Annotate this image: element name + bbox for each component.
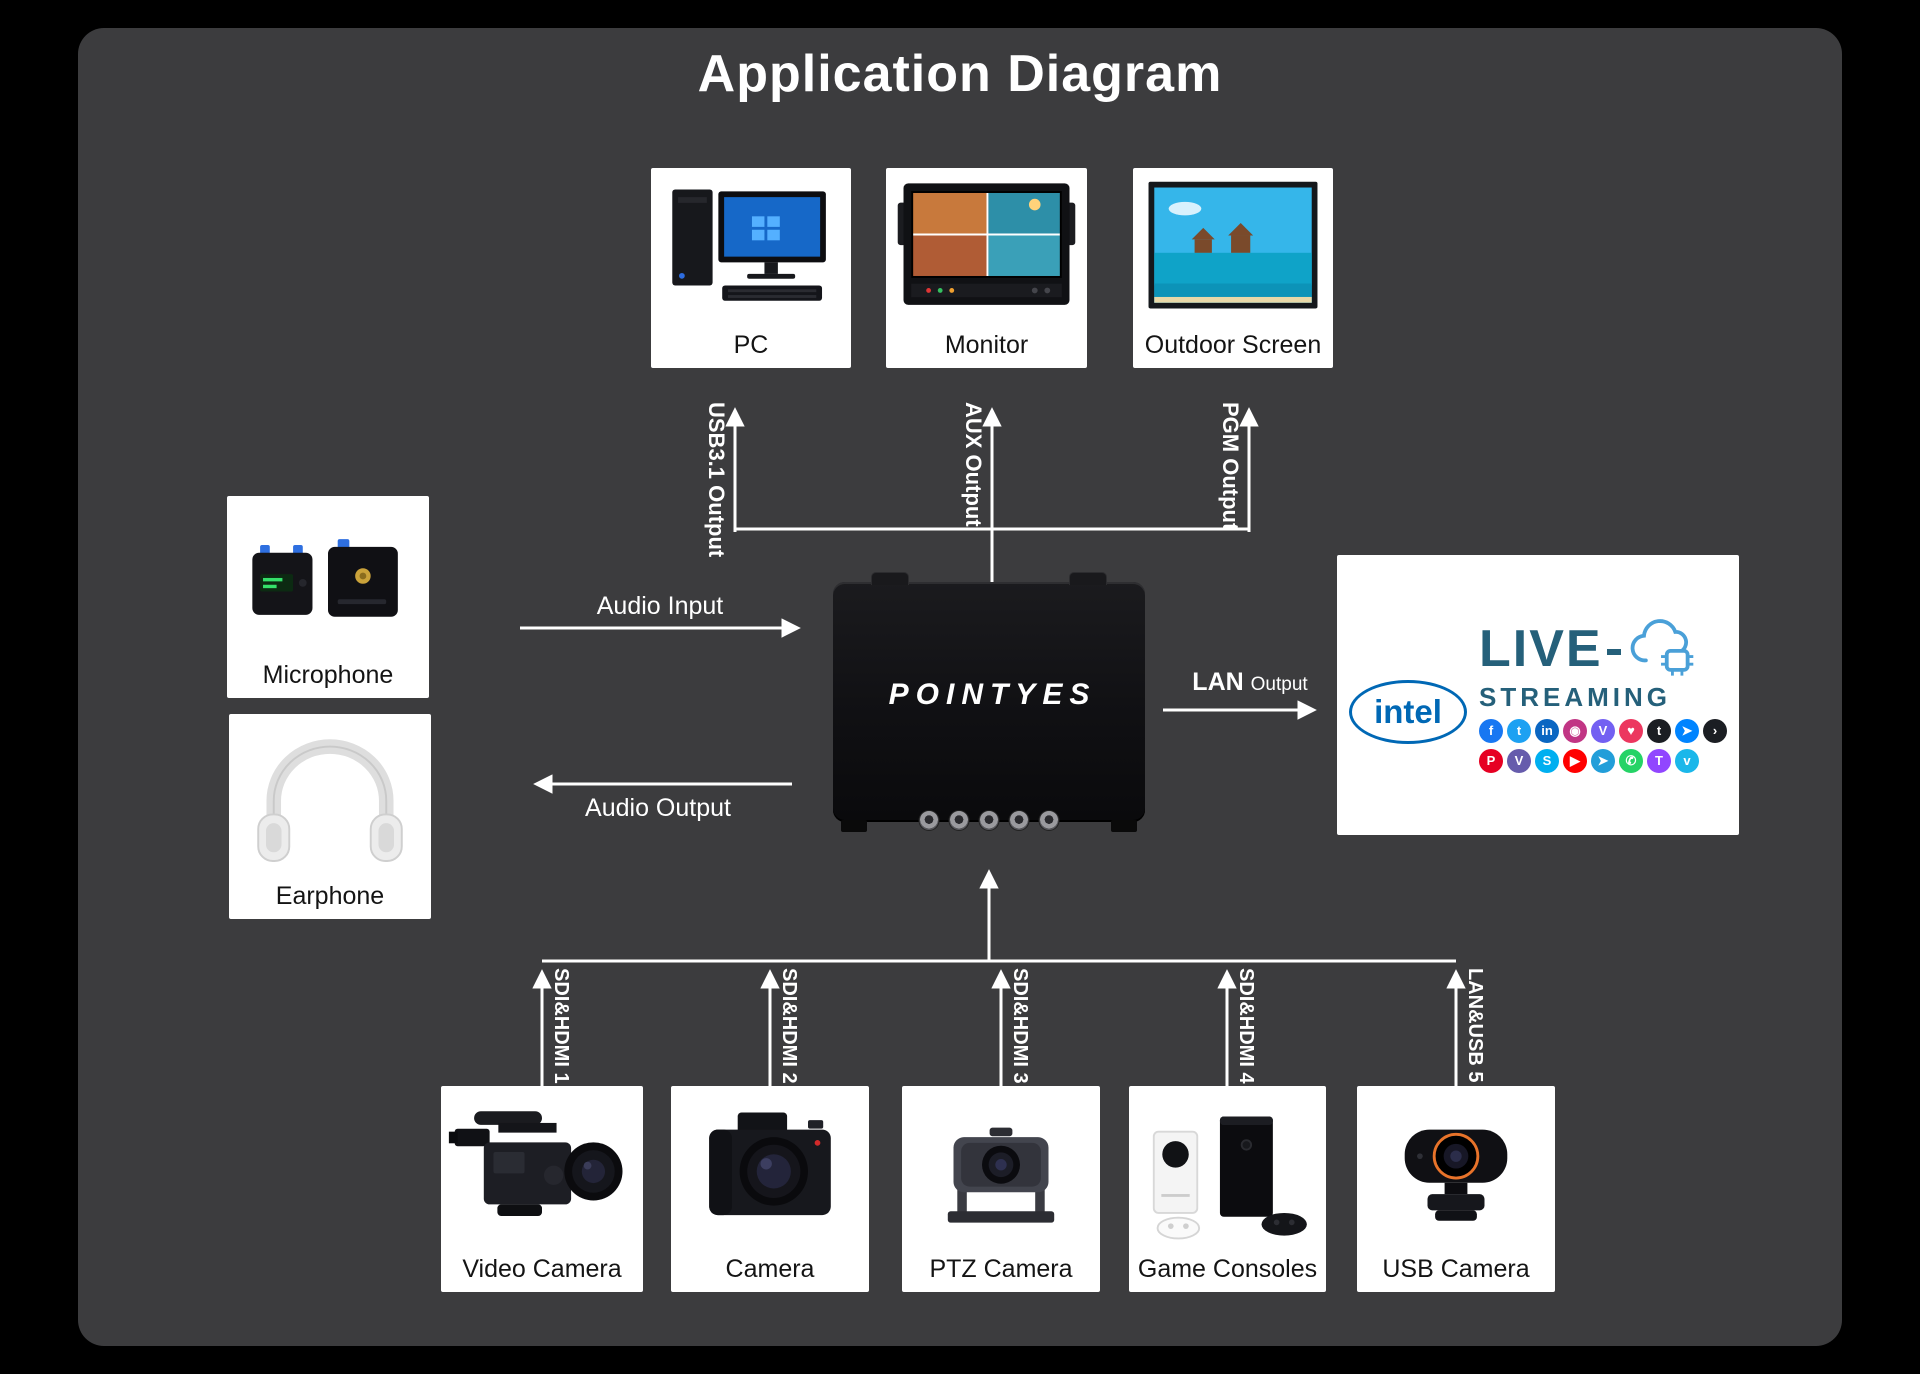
streaming-text: STREAMING (1479, 681, 1671, 712)
monitor-illustration (897, 183, 1076, 305)
ptz-camera-card: PTZ Camera (902, 1086, 1100, 1292)
facebook-icon: f (1479, 718, 1503, 743)
bnc-connector (1008, 810, 1030, 831)
telegram-icon: ➤ (1591, 748, 1615, 773)
whatsapp-icon: ✆ (1619, 748, 1643, 773)
sdi-hdmi-4-label: SDI&HDMI 4 (1235, 968, 1257, 1084)
youtube-icon: ▶ (1563, 748, 1587, 773)
pinterest-icon: P (1479, 748, 1503, 773)
device-handle-left (871, 572, 909, 585)
usb-camera-card: USB Camera (1357, 1086, 1555, 1292)
device-bnc-ports (918, 810, 1060, 831)
video-camera-illustration (448, 1111, 623, 1217)
outdoor-screen-card: Outdoor Screen (1133, 168, 1333, 368)
outdoor-screen-label: Outdoor Screen (1144, 331, 1322, 359)
microphone-label: Microphone (262, 661, 394, 689)
more-icon: › (1703, 718, 1727, 743)
intel-logo: intel (1349, 680, 1467, 744)
game-consoles-illustration (1152, 1116, 1307, 1240)
linkedin-icon: in (1535, 718, 1559, 743)
ptz-camera-label: PTZ Camera (929, 1255, 1073, 1283)
messenger-icon: ➤ (1675, 718, 1699, 743)
intel-text: intel (1374, 693, 1442, 730)
microphone-card: Microphone (227, 496, 429, 698)
earphone-label: Earphone (275, 882, 385, 910)
video-camera-card: Video Camera (441, 1086, 643, 1292)
device-brand: POINTYES (888, 678, 1097, 711)
video-camera-label: Video Camera (462, 1255, 622, 1283)
usb-output-label: USB3.1 Output (704, 402, 729, 558)
usb-camera-illustration (1404, 1129, 1508, 1221)
device-foot (1111, 820, 1137, 832)
bnc-connector (978, 810, 1000, 831)
audio-output-label: Audio Output (585, 794, 731, 822)
switcher-device: POINTYES (833, 572, 1145, 832)
page-title: Application Diagram (697, 45, 1223, 103)
heart-icon: ♥ (1619, 718, 1643, 743)
device-foot (841, 820, 867, 832)
bnc-connector (918, 810, 940, 831)
sdi-hdmi-3-label: SDI&HDMI 3 (1009, 968, 1031, 1084)
microphone-illustration (252, 539, 398, 617)
pc-card: PC (651, 168, 851, 368)
camera-label: Camera (725, 1255, 815, 1283)
pc-label: PC (733, 331, 769, 359)
game-consoles-label: Game Consoles (1137, 1255, 1318, 1283)
lan-usb-5-label: LAN&USB 5 (1464, 968, 1486, 1083)
bnc-connector (948, 810, 970, 831)
viber-alt-icon: V (1507, 748, 1531, 773)
twitter-icon: t (1507, 718, 1531, 743)
viber-icon: V (1591, 718, 1615, 743)
lan-output-label: LAN Output (1170, 668, 1330, 697)
vimeo-icon: v (1675, 748, 1699, 773)
pgm-output-label: PGM Output (1218, 402, 1243, 531)
monitor-card: Monitor (886, 168, 1087, 368)
live-text: LIVE (1479, 619, 1603, 678)
device-handle-right (1069, 572, 1107, 585)
bnc-connector (1038, 810, 1060, 831)
ptz-camera-illustration (947, 1127, 1055, 1223)
instagram-icon: ◉ (1563, 718, 1587, 743)
earphone-card: Earphone (229, 714, 431, 919)
game-consoles-card: Game Consoles (1129, 1086, 1326, 1292)
outdoor-screen-illustration (1148, 181, 1318, 309)
camera-card: Camera (671, 1086, 869, 1292)
twitch-icon: T (1647, 748, 1671, 773)
audio-input-label: Audio Input (596, 592, 724, 620)
pc-illustration (672, 189, 826, 301)
earphone-illustration (257, 739, 403, 862)
lan-text: LAN (1192, 668, 1244, 696)
tumblr-icon: t (1647, 718, 1671, 743)
aux-output-label: AUX Output (961, 402, 986, 527)
monitor-label: Monitor (944, 331, 1029, 359)
skype-icon: S (1535, 748, 1559, 773)
sdi-hdmi-2-label: SDI&HDMI 2 (778, 968, 800, 1084)
usb-camera-label: USB Camera (1382, 1255, 1530, 1283)
cloud-computing-icon (1630, 618, 1693, 676)
dash (1606, 648, 1621, 655)
sdi-hdmi-1-label: SDI&HDMI 1 (550, 968, 572, 1084)
lan-output-text: Output (1250, 674, 1308, 695)
camera-illustration (709, 1112, 831, 1216)
